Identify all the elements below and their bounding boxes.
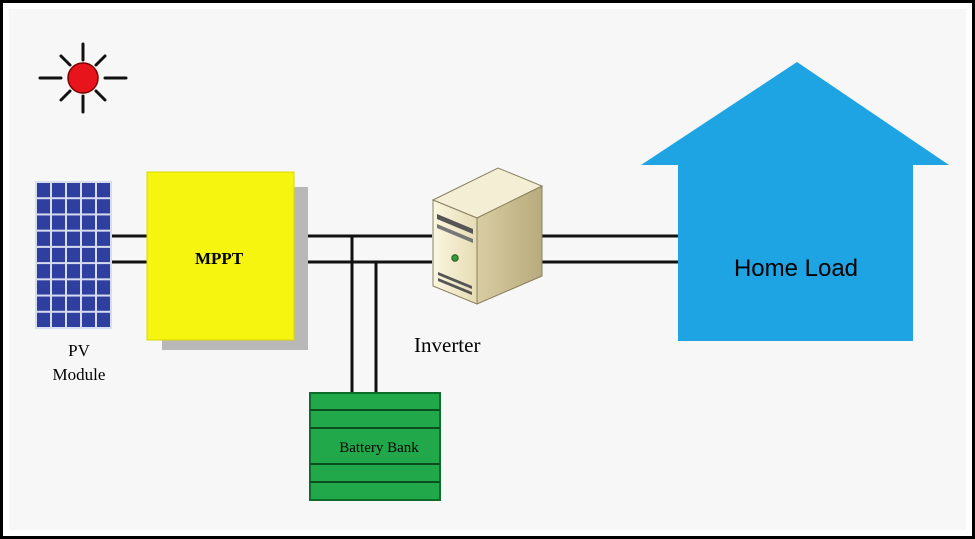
pv-label-line2: Module <box>52 365 106 384</box>
mppt-body <box>146 171 295 341</box>
inverter-label: Inverter <box>414 333 481 357</box>
mppt-box <box>146 171 308 350</box>
pv-cell <box>97 280 110 295</box>
pv-cell <box>82 264 95 279</box>
mppt-label: MPPT <box>195 249 244 268</box>
pv-cell <box>67 183 80 198</box>
pv-cell <box>97 183 110 198</box>
home-load-label: Home Load <box>733 255 859 282</box>
pv-cell <box>97 231 110 246</box>
pv-cell <box>82 199 95 214</box>
pv-cell <box>97 199 110 214</box>
pv-cell <box>97 264 110 279</box>
pv-cell <box>97 215 110 230</box>
sun-icon <box>38 42 128 114</box>
pv-cell <box>67 264 80 279</box>
pv-cell <box>52 247 65 263</box>
pv-cell <box>52 183 65 198</box>
wiring <box>112 234 678 393</box>
pv-cell <box>37 199 50 214</box>
pv-cell <box>67 280 80 295</box>
pv-cell <box>82 247 95 263</box>
pv-cell <box>67 215 80 230</box>
pv-cell <box>37 264 50 279</box>
pv-cell <box>37 231 50 246</box>
pv-cell <box>82 296 95 311</box>
pv-cell <box>82 312 95 327</box>
pv-cell <box>67 199 80 214</box>
pv-cell <box>52 215 65 230</box>
pv-module-label: PV Module <box>39 339 119 387</box>
pv-cell <box>82 231 95 246</box>
pv-cell <box>52 312 65 327</box>
pv-cell <box>52 199 65 214</box>
pv-cell <box>67 312 80 327</box>
computer-tower-icon <box>431 167 544 305</box>
sun-disc <box>67 62 99 94</box>
pv-cell <box>82 280 95 295</box>
pv-cell <box>37 247 50 263</box>
pv-cell <box>52 231 65 246</box>
pv-cell <box>52 296 65 311</box>
pv-cell <box>52 264 65 279</box>
pv-cell <box>82 183 95 198</box>
solar-panel-icon <box>35 181 112 329</box>
pv-cell <box>37 215 50 230</box>
pv-cell <box>97 296 110 311</box>
pv-cell <box>67 231 80 246</box>
battery-bank-label: Battery Bank <box>339 440 419 456</box>
house-shape <box>641 62 949 341</box>
pv-cell <box>52 280 65 295</box>
pv-label-line1: PV <box>68 341 90 360</box>
pv-cell <box>67 247 80 263</box>
diagram-svg <box>35 42 949 501</box>
pv-cell <box>37 183 50 198</box>
pv-cell <box>97 312 110 327</box>
pv-cell <box>37 296 50 311</box>
pv-cell <box>37 312 50 327</box>
house-icon <box>641 62 949 341</box>
battery-bank <box>309 392 441 501</box>
pv-cell <box>97 247 110 263</box>
pv-cell <box>37 280 50 295</box>
pv-cell <box>67 296 80 311</box>
pv-cell <box>82 215 95 230</box>
